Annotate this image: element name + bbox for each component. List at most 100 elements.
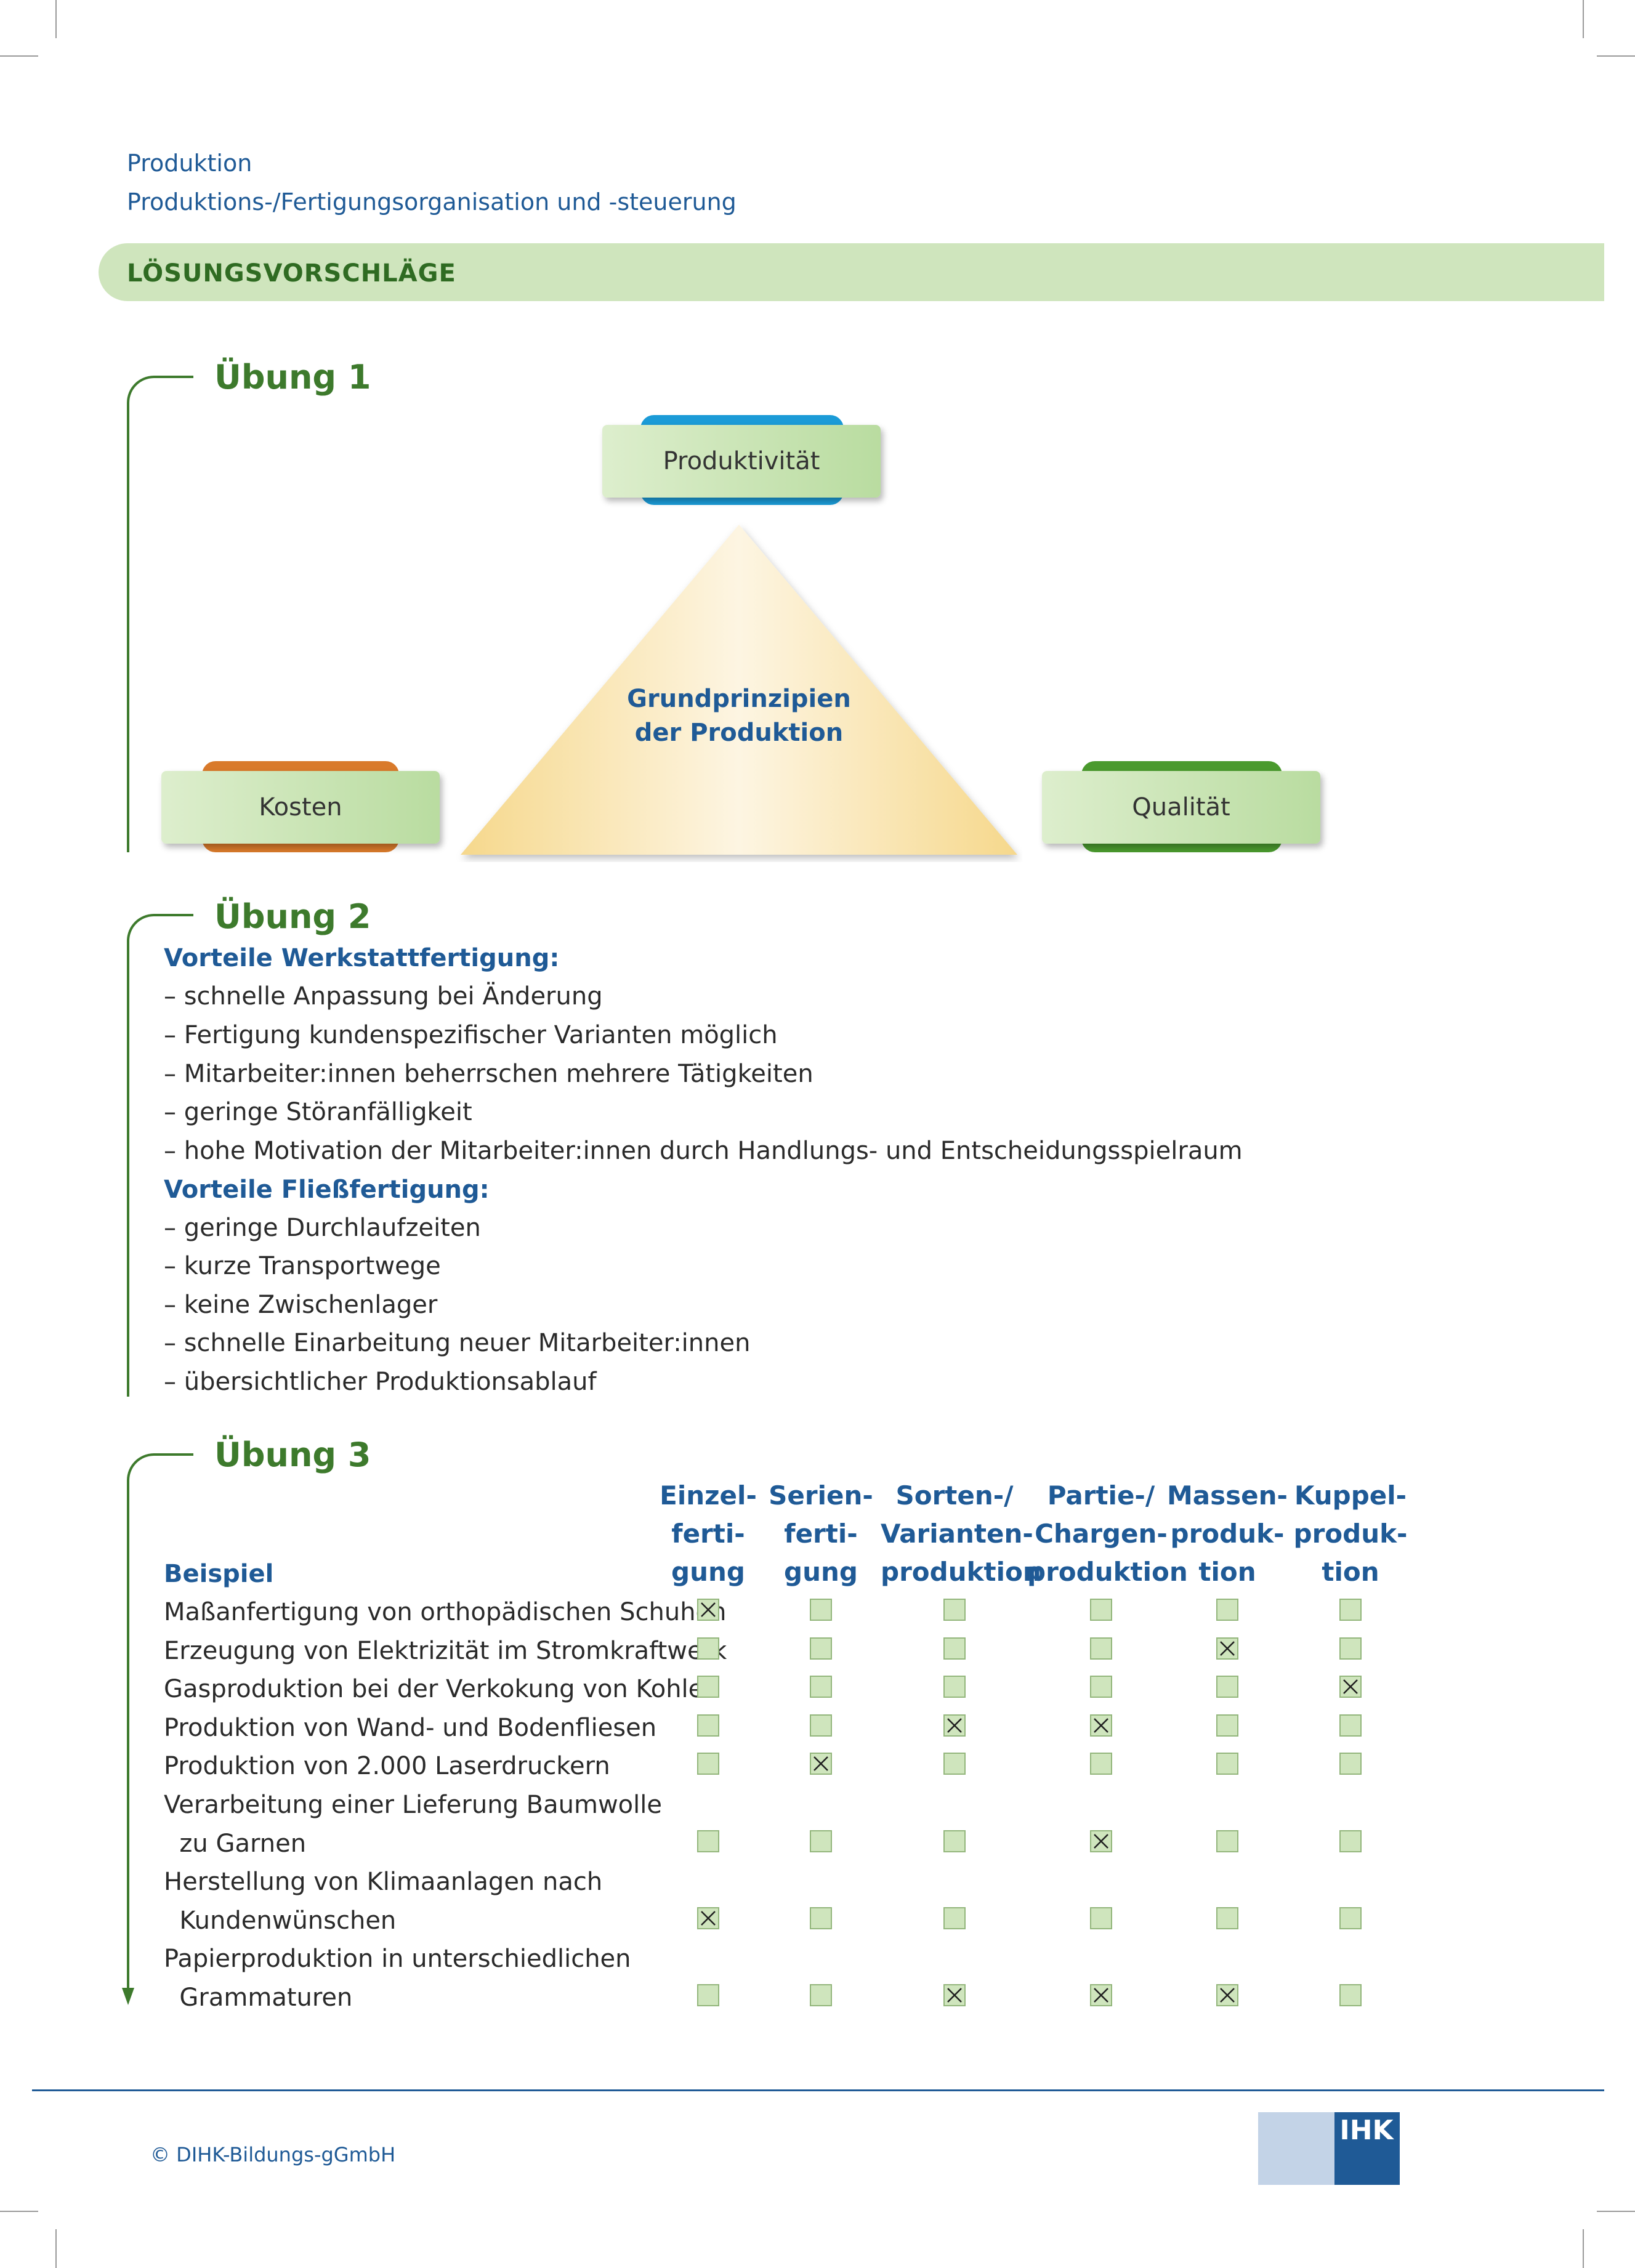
column-header: Kuppel-	[1294, 1480, 1407, 1511]
flow-advantages-heading: Vorteile Fließfertigung:	[164, 1176, 490, 1204]
row-label: Maßanfertigung von orthopädischen Schuhe…	[164, 1598, 727, 1626]
checkbox-empty[interactable]	[810, 1907, 832, 1929]
list-item: – schnelle Einarbeitung neuer Mitarbeite…	[164, 1329, 751, 1357]
checkbox-empty[interactable]	[1090, 1637, 1112, 1660]
crop-mark	[1583, 2229, 1584, 2268]
exercise2-bracket	[127, 914, 193, 1397]
checkbox-empty[interactable]	[697, 1753, 719, 1775]
productivity-node: Produktivität	[602, 425, 881, 498]
checkbox-checked[interactable]	[1090, 1830, 1112, 1852]
checkbox-empty[interactable]	[1090, 1676, 1112, 1698]
cross-mark-icon	[947, 1988, 962, 2003]
crop-mark	[55, 2229, 57, 2268]
checkbox-empty[interactable]	[1339, 1753, 1362, 1775]
cross-mark-icon	[1343, 1679, 1358, 1694]
column-header: gung	[671, 1557, 745, 1587]
list-item: – Mitarbeiter:innen beherrschen mehrere …	[164, 1060, 813, 1088]
arrow-down-icon	[122, 1988, 134, 2005]
checkbox-empty[interactable]	[943, 1753, 966, 1775]
banner-title: LÖSUNGSVORSCHLÄGE	[127, 259, 456, 288]
checkbox-empty[interactable]	[697, 1830, 719, 1852]
checkbox-checked[interactable]	[1090, 1984, 1112, 2006]
checkbox-empty[interactable]	[697, 1637, 719, 1660]
checkbox-empty[interactable]	[1216, 1676, 1238, 1698]
checkbox-empty[interactable]	[810, 1637, 832, 1660]
checkbox-empty[interactable]	[1216, 1907, 1238, 1929]
crop-mark	[55, 0, 57, 38]
exercise1-bracket	[127, 376, 193, 852]
checkbox-empty[interactable]	[1339, 1599, 1362, 1621]
column-header: Chargen-	[1035, 1519, 1168, 1549]
exercise3-title: Übung 3	[214, 1435, 371, 1474]
checkbox-empty[interactable]	[1216, 1753, 1238, 1775]
checkbox-checked[interactable]	[697, 1907, 719, 1929]
solutions-banner: LÖSUNGSVORSCHLÄGE	[99, 243, 1604, 301]
column-header: ferti-	[784, 1519, 858, 1549]
cross-mark-icon	[701, 1911, 716, 1926]
checkbox-empty[interactable]	[810, 1676, 832, 1698]
checkbox-empty[interactable]	[943, 1676, 966, 1698]
column-header: Varianten-	[881, 1519, 1033, 1549]
list-item: – keine Zwischenlager	[164, 1291, 438, 1319]
row-label: Produktion von 2.000 Laserdruckern	[164, 1752, 610, 1780]
list-item: – schnelle Anpassung bei Änderung	[164, 982, 603, 1011]
checkbox-empty[interactable]	[1339, 1637, 1362, 1660]
column-header: produktion	[881, 1557, 1041, 1587]
column-header: tion	[1198, 1557, 1256, 1587]
row-label: zu Garnen	[164, 1830, 307, 1858]
checkbox-empty[interactable]	[1090, 1599, 1112, 1621]
logo-panel	[1258, 2112, 1334, 2185]
footer-copyright: © DIHK-Bildungs-gGmbH	[150, 2143, 396, 2166]
list-item: – geringe Störanfälligkeit	[164, 1098, 472, 1126]
cross-mark-icon	[1220, 1641, 1235, 1656]
checkbox-checked[interactable]	[1216, 1637, 1238, 1660]
column-header: gung	[784, 1557, 858, 1587]
triangle-label-line2: der Produktion	[634, 719, 844, 747]
checkbox-empty[interactable]	[943, 1907, 966, 1929]
cross-mark-icon	[1094, 1988, 1108, 2003]
exercise3-bracket	[127, 1453, 193, 1995]
cross-mark-icon	[1094, 1718, 1108, 1733]
row-label: Verarbeitung einer Lieferung Baumwolle	[164, 1791, 662, 1819]
checkbox-empty[interactable]	[810, 1714, 832, 1737]
workshop-advantages-heading: Vorteile Werkstattfertigung:	[164, 944, 560, 972]
checkbox-empty[interactable]	[697, 1676, 719, 1698]
crop-mark	[1583, 0, 1584, 38]
checkbox-checked[interactable]	[943, 1984, 966, 2006]
checkbox-empty[interactable]	[943, 1599, 966, 1621]
checkbox-empty[interactable]	[697, 1714, 719, 1737]
checkbox-empty[interactable]	[1339, 1907, 1362, 1929]
row-label: Grammaturen	[164, 1983, 353, 2012]
row-label: Erzeugung von Elektrizität im Stromkraft…	[164, 1637, 727, 1665]
checkbox-empty[interactable]	[810, 1830, 832, 1852]
column-header: produk-	[1293, 1519, 1408, 1549]
checkbox-checked[interactable]	[697, 1599, 719, 1621]
checkbox-empty[interactable]	[1090, 1753, 1112, 1775]
row-header-example: Beispiel	[164, 1560, 274, 1588]
checkbox-empty[interactable]	[1339, 1984, 1362, 2006]
checkbox-empty[interactable]	[1339, 1830, 1362, 1852]
checkbox-checked[interactable]	[943, 1714, 966, 1737]
checkbox-empty[interactable]	[943, 1637, 966, 1660]
checkbox-empty[interactable]	[1090, 1907, 1112, 1929]
list-item: – hohe Motivation der Mitarbeiter:innen …	[164, 1137, 1243, 1165]
column-header: Massen-	[1167, 1480, 1288, 1511]
column-header: Serien-	[769, 1480, 873, 1511]
checkbox-empty[interactable]	[1216, 1599, 1238, 1621]
exercise1-title: Übung 1	[214, 358, 371, 397]
checkbox-empty[interactable]	[1339, 1714, 1362, 1737]
checkbox-empty[interactable]	[810, 1984, 832, 2006]
crop-mark	[0, 55, 38, 57]
checkbox-empty[interactable]	[697, 1984, 719, 2006]
checkbox-checked[interactable]	[1216, 1984, 1238, 2006]
checkbox-empty[interactable]	[943, 1830, 966, 1852]
checkbox-checked[interactable]	[1339, 1676, 1362, 1698]
checkbox-checked[interactable]	[810, 1753, 832, 1775]
checkbox-empty[interactable]	[810, 1599, 832, 1621]
logo-text: IHK	[1339, 2115, 1394, 2146]
checkbox-checked[interactable]	[1090, 1714, 1112, 1737]
crop-mark	[1597, 55, 1635, 57]
checkbox-empty[interactable]	[1216, 1714, 1238, 1737]
column-header: Einzel-	[660, 1480, 757, 1511]
checkbox-empty[interactable]	[1216, 1830, 1238, 1852]
